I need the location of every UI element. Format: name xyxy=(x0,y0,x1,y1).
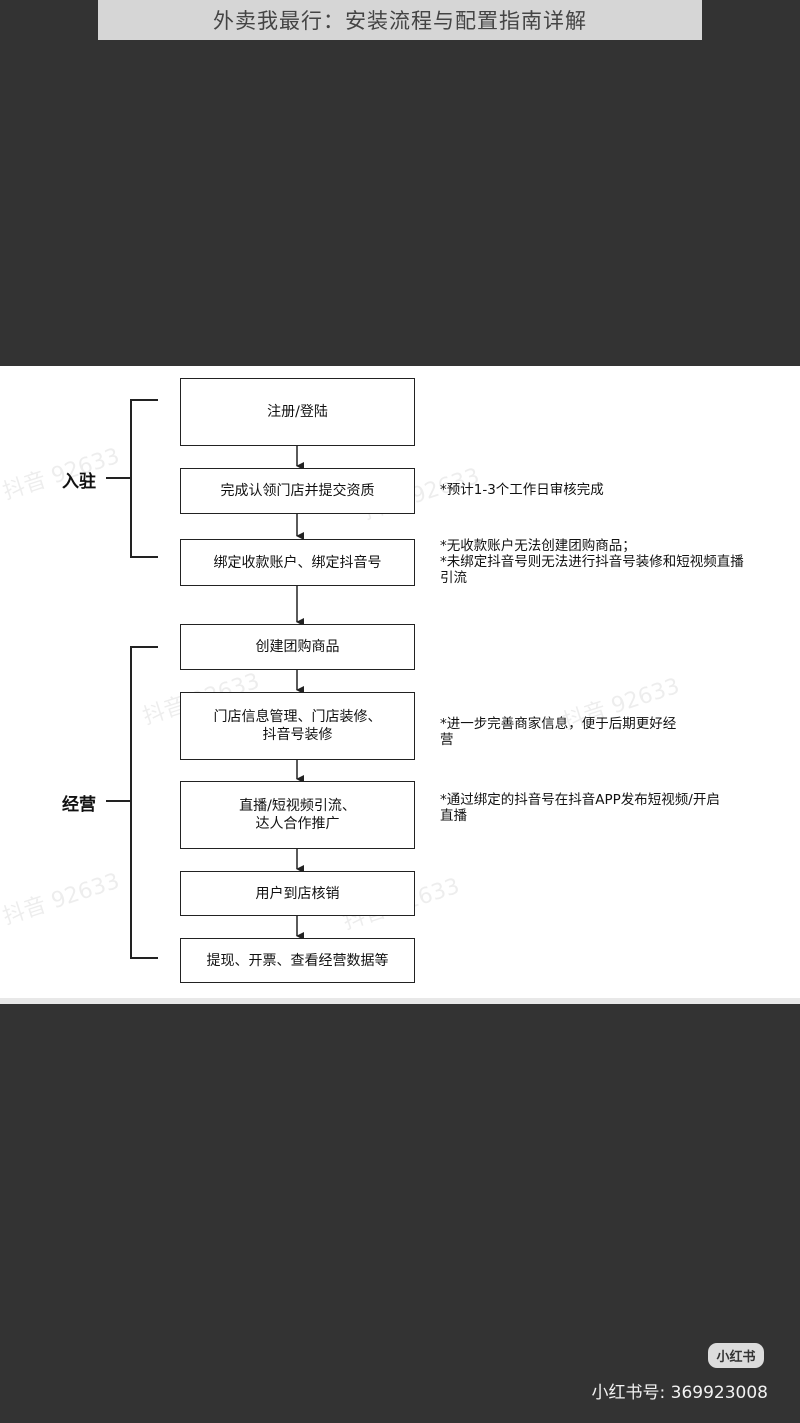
bracket-stage-2 xyxy=(106,646,158,959)
connector-lines xyxy=(106,399,304,959)
step-box-create-product: 创建团购商品 xyxy=(180,624,415,670)
step-box-promotion: 直播/短视频引流、 达人合作推广 xyxy=(180,781,415,849)
stage-label-operate: 经营 xyxy=(62,795,96,815)
note-binding-requirements: *无收款账户无法创建团购商品； *未绑定抖音号则无法进行抖音号装修和短视频直播 … xyxy=(440,538,744,586)
stage-label-settle-in: 入驻 xyxy=(62,472,96,492)
note-review-time: *预计1-3个工作日审核完成 xyxy=(440,482,604,498)
xiaohongshu-logo: 小红书 xyxy=(708,1343,764,1368)
flowchart-image: 抖音 92633 抖音 92633 抖音 92633 抖音 92633 抖音 9… xyxy=(0,366,800,1000)
step-box-store-management: 门店信息管理、门店装修、 抖音号装修 xyxy=(180,692,415,760)
step-box-register: 注册/登陆 xyxy=(180,378,415,446)
step-box-bind-accounts: 绑定收款账户、绑定抖音号 xyxy=(180,539,415,586)
account-id: 小红书号: 369923008 xyxy=(591,1383,768,1403)
note-merchant-info: *进一步完善商家信息，便于后期更好经 营 xyxy=(440,716,677,748)
step-box-redeem: 用户到店核销 xyxy=(180,871,415,916)
page-title: 外卖我最行：安装流程与配置指南详解 xyxy=(98,0,702,40)
step-box-claim-store: 完成认领门店并提交资质 xyxy=(180,468,415,514)
step-box-withdraw: 提现、开票、查看经营数据等 xyxy=(180,938,415,983)
bracket-stage-1 xyxy=(106,399,158,558)
image-edge xyxy=(0,998,800,1004)
note-publish-video: *通过绑定的抖音号在抖音APP发布短视频/开启 直播 xyxy=(440,792,720,824)
